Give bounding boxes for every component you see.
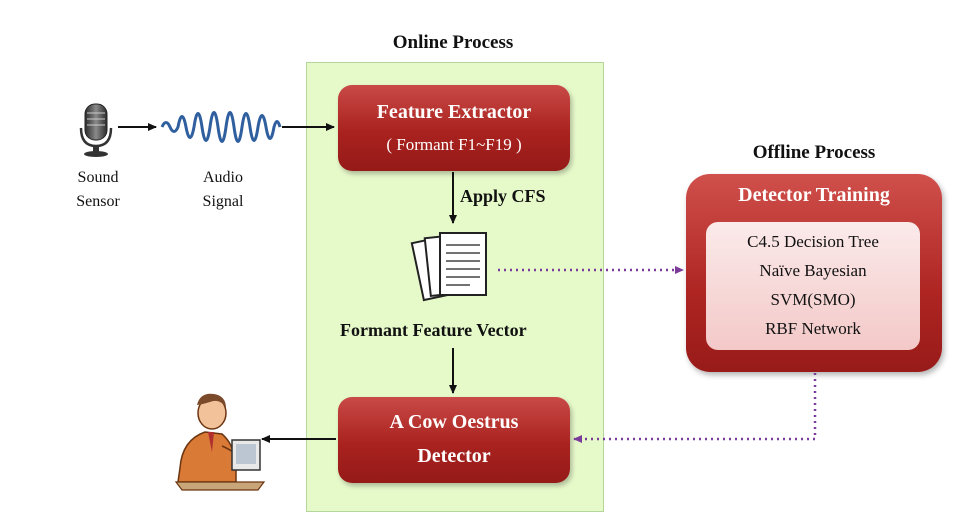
microphone-icon xyxy=(79,103,113,157)
algorithm-item: C4.5 Decision Tree xyxy=(747,232,879,251)
algorithm-item: SVM(SMO) xyxy=(770,290,856,309)
offline-process-title: Offline Process xyxy=(752,142,876,163)
algorithm-item: Naïve Bayesian xyxy=(759,261,867,280)
audio-signal-label-line2: Signal xyxy=(202,193,244,210)
feature-extractor-label: Feature Extractor xyxy=(376,101,532,123)
audio-signal-label-line1: Audio xyxy=(203,169,243,186)
feature-extractor-box: Feature Extractor ( Formant F1~F19 ) xyxy=(338,85,570,171)
sound-sensor-label-line1: Sound xyxy=(77,169,119,186)
detector-label-line1: A Cow Oestrus xyxy=(389,411,519,433)
audio-wave-icon xyxy=(160,111,282,143)
cow-oestrus-detector-box: A Cow Oestrus Detector xyxy=(338,397,570,483)
documents-icon xyxy=(410,232,487,302)
sound-sensor-label-line2: Sensor xyxy=(76,193,120,210)
algorithm-list: C4.5 Decision Tree Naïve Bayesian SVM(SM… xyxy=(706,222,920,350)
formant-feature-vector-label: Formant Feature Vector xyxy=(340,320,527,340)
apply-cfs-label: Apply CFS xyxy=(460,186,546,206)
person-at-computer-icon xyxy=(174,393,266,491)
audio-signal-label: Audio Signal xyxy=(188,166,258,214)
online-process-title: Online Process xyxy=(392,32,514,53)
detector-training-title: Detector Training xyxy=(738,184,890,206)
sound-sensor-label: Sound Sensor xyxy=(68,166,128,214)
detector-label-line2: Detector xyxy=(417,445,491,467)
detector-training-box: Detector Training C4.5 Decision Tree Naï… xyxy=(686,174,942,372)
formant-range-label: ( Formant F1~F19 ) xyxy=(386,135,522,154)
training-to-detector-arrow xyxy=(573,373,817,443)
algorithm-item: RBF Network xyxy=(765,319,861,338)
